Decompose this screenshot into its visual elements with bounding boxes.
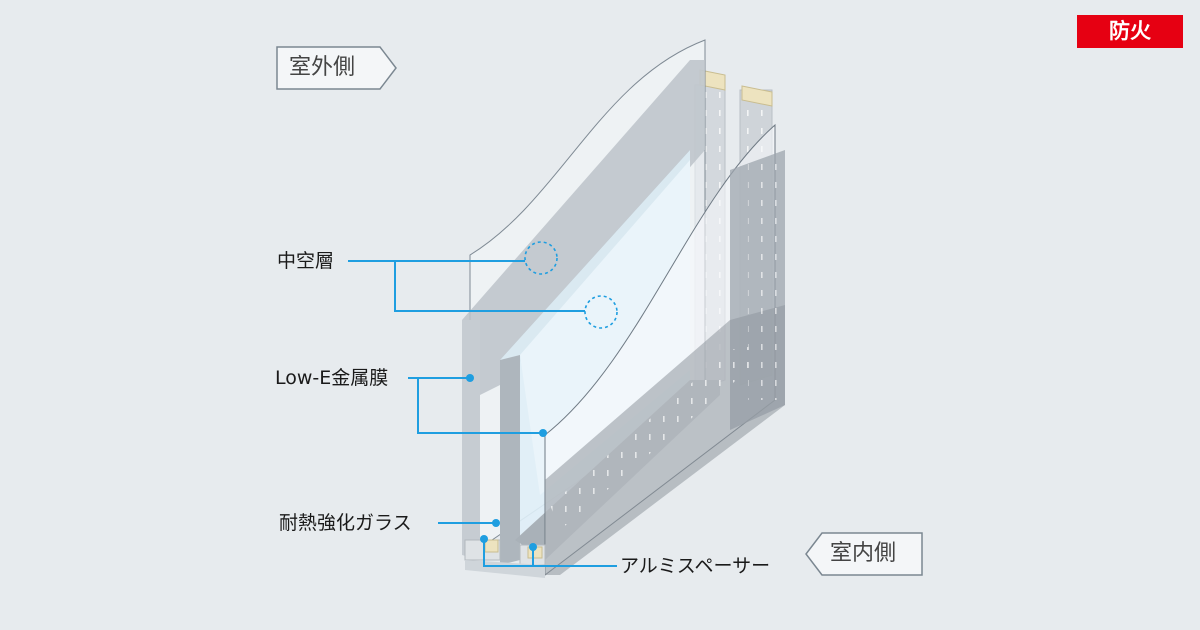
indoor-side-label: 室内側 [830, 541, 897, 566]
indoor-glass-pane [544, 123, 785, 577]
fire-resistant-badge: 防火 [1077, 15, 1183, 48]
outdoor-tag-frame [276, 46, 397, 90]
callout-dots [466, 374, 547, 551]
indoor-tag-frame [805, 532, 923, 576]
label-hollow-layer: 中空層 [277, 250, 335, 272]
callout-lines [348, 260, 617, 567]
label-low-e-film: Low-E金属膜 [275, 367, 389, 389]
outdoor-side-label: 室外側 [289, 55, 356, 80]
label-aluminum-spacer: アルミスペーサー [620, 555, 771, 577]
hollow-layer-marker-1 [524, 241, 558, 275]
label-heat-resistant-glass: 耐熱強化ガラス [279, 512, 412, 534]
bottom-spacers [464, 539, 546, 578]
